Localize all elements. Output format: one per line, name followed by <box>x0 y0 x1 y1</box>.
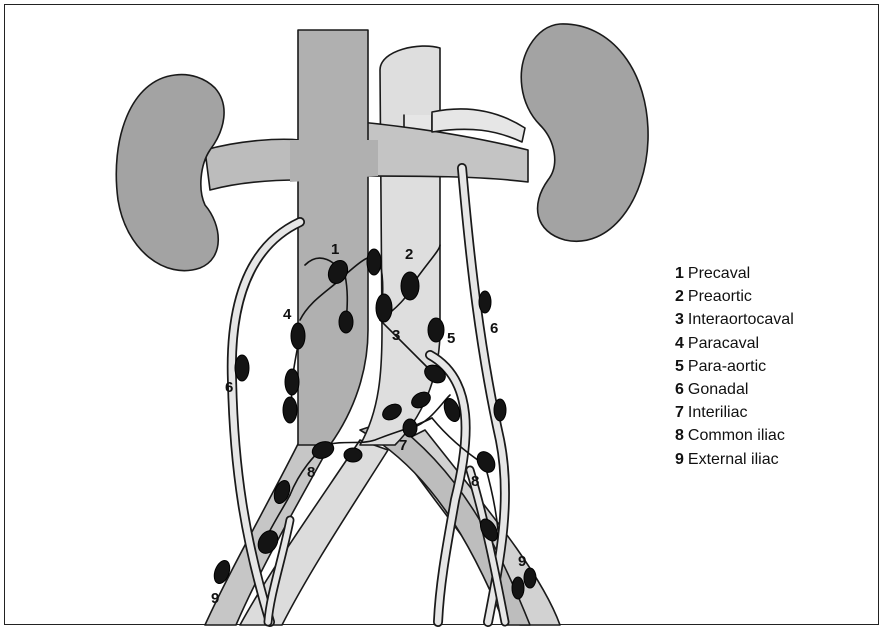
right-renal-vein <box>205 139 300 190</box>
lymph-node <box>474 448 499 475</box>
lymph-node <box>235 355 249 381</box>
label-common-iliac-left: 8 <box>471 473 479 490</box>
label-common-iliac-right: 8 <box>307 464 315 481</box>
lymph-node <box>524 568 536 588</box>
label-gonadal-left: 6 <box>490 320 498 337</box>
label-interaortocaval: 3 <box>392 327 400 344</box>
lymph-node <box>283 397 297 423</box>
lymph-node <box>403 419 417 437</box>
lymph-node <box>291 323 305 349</box>
label-preaortic: 2 <box>405 246 413 263</box>
lymph-node <box>367 249 381 275</box>
label-external-iliac-right: 9 <box>211 590 219 607</box>
lymph-node <box>401 272 419 300</box>
ivc-renal-junction <box>290 140 378 182</box>
inferior-vena-cava <box>298 30 368 445</box>
lymph-node <box>428 318 444 342</box>
lymph-node <box>285 369 299 395</box>
lymph-node <box>339 311 353 333</box>
label-paracaval: 4 <box>283 306 292 323</box>
lymph-node <box>479 291 491 313</box>
label-interiliac: 7 <box>399 437 407 454</box>
left-kidney <box>521 24 648 241</box>
label-para-aortic: 5 <box>447 330 455 347</box>
aorta <box>360 46 440 445</box>
lymph-node <box>494 399 506 421</box>
lymph-node <box>344 448 362 462</box>
lymph-node <box>376 294 392 322</box>
label-external-iliac-left: 9 <box>518 553 526 570</box>
lymph-node <box>512 577 524 599</box>
label-precaval: 1 <box>331 241 339 258</box>
label-gonadal-right: 6 <box>225 379 233 396</box>
